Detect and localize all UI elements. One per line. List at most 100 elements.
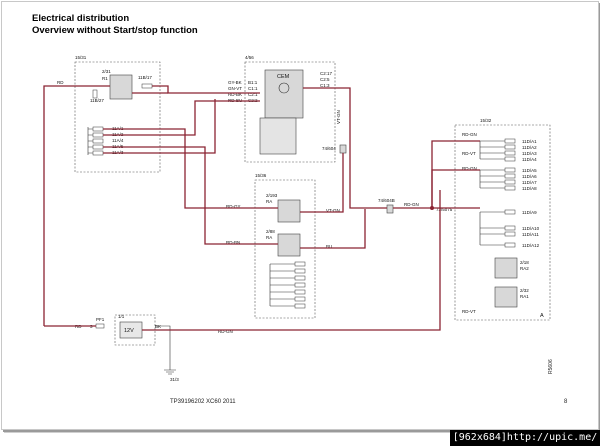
box-15-36-label: 15/36	[255, 173, 267, 178]
relay-2-31-sub: R1	[102, 76, 108, 81]
fuse-11d-a8	[504, 185, 516, 191]
wire-vt-gn-out	[300, 153, 344, 213]
fuse-11d-a9-label: 11D/A9	[522, 210, 537, 215]
wire-rd-gn-mid: RD-GN	[404, 202, 419, 207]
fuse-11d-a3	[504, 150, 516, 156]
fuse-row-15-36-bus	[269, 263, 295, 307]
fuse-11a-5	[92, 144, 104, 150]
connector-74-604	[339, 144, 347, 154]
fuse-11d-a11-label: 11D/A11	[522, 232, 539, 237]
fuse-11d-a3-label: 11D/A3	[522, 151, 537, 156]
wire-vt-gn-vertical: VT-GN	[336, 110, 341, 124]
fuse-row-11d: 11D/A1 11D/A2 11D/A3 11D/A4 11D/A5 11D/A…	[504, 138, 540, 248]
fuse-11d-a12-label: 11D/A12	[522, 243, 540, 248]
cem-pin-left-2: C1:1	[248, 86, 258, 91]
fuse-11b-27-label: 11B/27	[90, 98, 104, 103]
cem-symbol-icon	[278, 82, 290, 94]
wire-rd-top: RD	[57, 80, 64, 85]
battery-id: 1/1	[118, 314, 125, 319]
cem-pin-right-1: C2:17	[320, 71, 333, 76]
box-15-32-label: 15/32	[480, 118, 492, 123]
fuse-15-36-6	[294, 296, 306, 302]
relay-2-31	[109, 74, 133, 100]
relay-2-88	[277, 233, 301, 257]
fuse-11d-a2	[504, 144, 516, 150]
ground-31-3: 31/3	[170, 377, 179, 382]
relay-2-193	[277, 199, 301, 223]
drawing-code: R5606	[548, 359, 554, 374]
wire-cem-right	[303, 87, 387, 209]
cem-pin-right-2: C2:5	[320, 77, 330, 82]
relay-2-88-label: 2/88	[266, 229, 275, 234]
fuse-15-36-3	[294, 275, 306, 281]
battery-voltage: 12V	[124, 328, 134, 334]
fuse-11d-a10-label: 11D/A10	[522, 226, 540, 231]
fuse-row-11d-bus	[479, 140, 505, 246]
box-15-32-corner: A	[540, 313, 544, 319]
box-4-56	[244, 61, 336, 163]
fuse-11b-17	[141, 83, 153, 89]
wire-bu: BU	[326, 244, 332, 249]
wire-rd-bn: RD-BN	[226, 240, 240, 245]
page-title: Electrical distribution	[32, 13, 130, 24]
fuse-pf1-label: PF1	[96, 317, 105, 322]
fuse-11d-a4	[504, 156, 516, 162]
fuse-11d-a1-label: 11D/A1	[522, 139, 537, 144]
wire-label-15-32-1: RD-GN	[462, 132, 477, 137]
connector-74-604b-label: 74/604B	[378, 198, 395, 203]
box-4-56-label: 4/56	[245, 55, 254, 60]
box-15-36	[254, 179, 316, 319]
wire-11a3	[103, 99, 216, 154]
cem-pin-left-1: B1:1	[248, 80, 258, 85]
cem-wire-left-1: GY-BK	[228, 80, 242, 85]
box-15-31-label: 15/31	[75, 55, 87, 60]
splice-73-5075-label: 73/5075	[436, 207, 453, 212]
relay-2-88-sub: RA	[266, 235, 272, 240]
cem-wire-left-2: GN-VT	[228, 86, 242, 91]
relay-2-18-sub: RA2	[520, 266, 529, 271]
fuse-11d-a1	[504, 138, 516, 144]
fuse-11d-a10	[504, 225, 516, 231]
fuse-11b-17-label: 11B/17	[138, 75, 152, 80]
connector-74-604b	[386, 204, 394, 214]
fuse-11d-a11	[504, 231, 516, 237]
cem-relay-block	[259, 117, 297, 155]
wire-11a1	[103, 128, 278, 209]
fuse-row-11a-bus	[87, 127, 93, 155]
fuse-11d-a7-label: 11D/A7	[522, 180, 537, 185]
relay-2-193-label: 2/193	[266, 193, 278, 198]
wires	[43, 85, 480, 331]
fuse-15-36-2	[294, 268, 306, 274]
wire-label-15-32-4: RD-VT	[462, 309, 476, 314]
wire-11a5	[103, 146, 278, 245]
upic-watermark: [962x684]http://upic.me/	[450, 430, 600, 446]
cem-pin-left-3: C2:1	[248, 92, 258, 97]
wire-rd-gy: RD-GY	[226, 204, 241, 209]
fuse-row-11a: 11A/1 11A/2 11A/4 11A/5 11A/3	[92, 126, 124, 156]
connector-74-604-label: 74/604	[322, 146, 336, 151]
fuse-11b-27	[92, 89, 98, 99]
wire-label-15-32-3: RD-GN	[462, 166, 477, 171]
ground-symbol-icon	[155, 325, 176, 375]
fuse-11d-a12	[504, 242, 516, 248]
fuse-11a-2	[92, 132, 104, 138]
fuse-11d-a8-label: 11D/A8	[522, 186, 537, 191]
wire-main-feed	[43, 85, 110, 326]
fuse-11a-3	[92, 150, 104, 156]
cem-pin-right-3: C1:3	[320, 83, 330, 88]
wire-11b17-to-cem	[152, 85, 260, 94]
cem-wire-left-3: RD-BK	[228, 92, 242, 97]
fuse-pf1	[95, 323, 105, 329]
fuse-11d-a6-label: 11D/A6	[522, 174, 537, 179]
relay-2-18	[494, 257, 518, 279]
fuse-15-36-1	[294, 261, 306, 267]
fuse-11d-a7	[504, 179, 516, 185]
document-reference: TP39196202 XC60 2011	[170, 399, 236, 405]
box-15-32	[454, 124, 551, 321]
wire-bk: BK	[155, 324, 161, 329]
page-subtitle: Overview without Start/stop function	[32, 25, 198, 36]
wire-to-11d-mid	[431, 169, 480, 208]
fuse-11d-a9	[504, 209, 516, 215]
fuse-11d-a5-label: 11D/A5	[522, 168, 537, 173]
